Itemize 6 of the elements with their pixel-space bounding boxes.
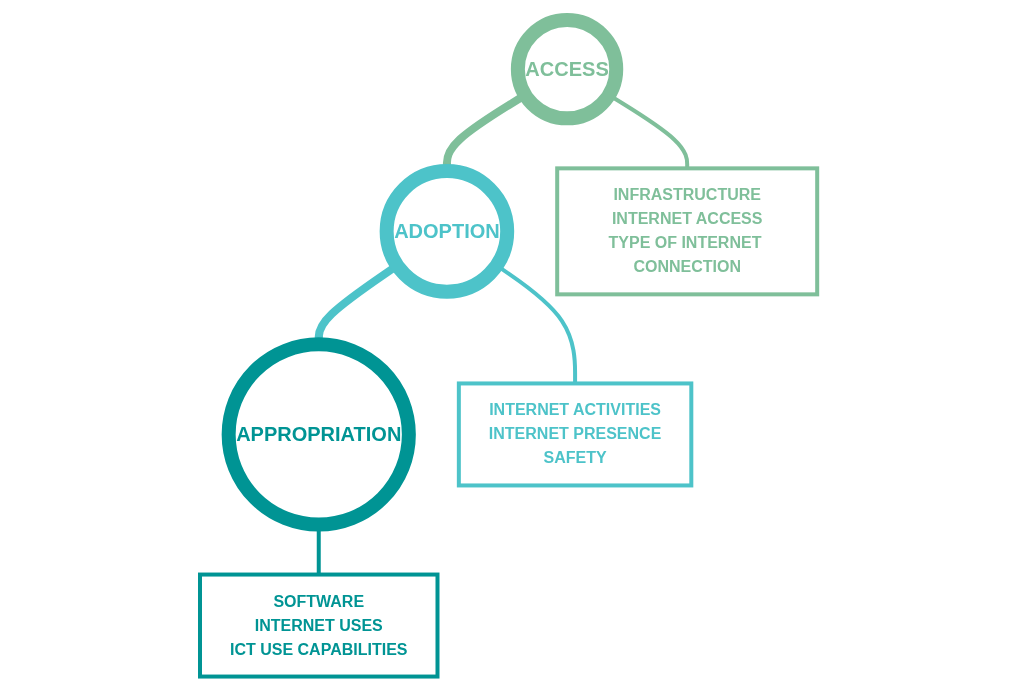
node-box: INTERNET ACTIVITIES INTERNET PRESENCE SAFETY [457,381,694,488]
node-circle: ACCESS [511,12,624,126]
node-circle: APPROPRIATION [222,337,417,532]
node-box: INFRASTRUCTURE INTERNET ACCESS TYPE OF INTERNET CONNECTION [555,166,820,297]
node-circle: ADOPTION [380,163,515,299]
node-box: SOFTWARE INTERNET USES ICT USE CAPABILITIES [198,572,440,679]
